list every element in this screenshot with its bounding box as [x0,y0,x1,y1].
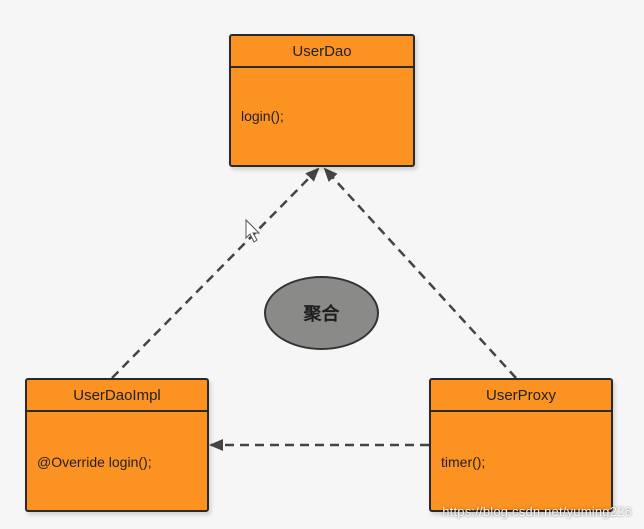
class-method: login(); [241,108,284,124]
watermark: https://blog.csdn.net/yuming226 [442,504,632,519]
class-name: UserDao [231,36,413,68]
class-box-userdaoimpl[interactable]: UserDaoImpl @Override login(); [25,378,209,512]
mouse-cursor-icon [245,218,261,243]
class-box-userdao[interactable]: UserDao login(); [229,34,415,167]
class-box-userproxy[interactable]: UserProxy timer(); [429,378,613,512]
impl-to-dao-dashed-arrow [111,167,320,379]
class-method: @Override login(); [37,454,152,470]
aggregation-label: 聚合 [264,276,379,350]
class-name: UserDaoImpl [27,380,207,412]
proxy-to-dao-dashed-arrow [323,167,517,379]
class-name: UserProxy [431,380,611,412]
class-method: timer(); [441,454,486,470]
